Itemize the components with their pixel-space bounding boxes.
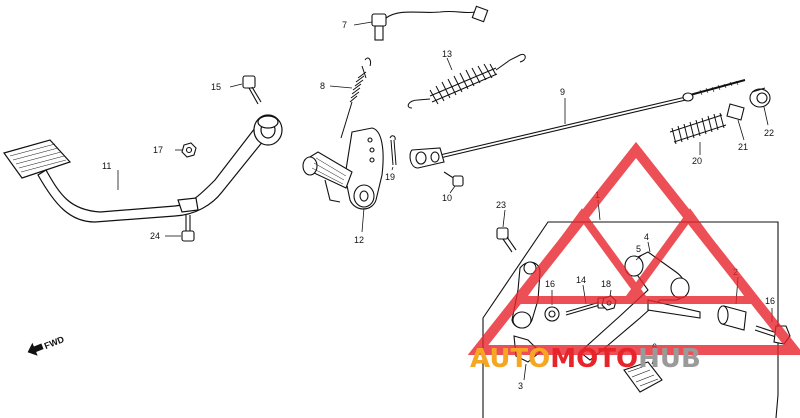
bushing-22 bbox=[749, 87, 771, 108]
callout-10: 10 bbox=[442, 193, 452, 203]
callout-23: 23 bbox=[496, 200, 506, 210]
nut-17 bbox=[181, 142, 197, 158]
callout-5: 5 bbox=[636, 244, 641, 254]
callout-9: 9 bbox=[560, 87, 565, 97]
callout-18: 18 bbox=[601, 279, 611, 289]
brake-rod bbox=[409, 79, 746, 169]
bushing-16 bbox=[544, 306, 560, 322]
watermark-text: AUTOMOTOHUB bbox=[470, 344, 701, 374]
watermark-triangle-left bbox=[512, 208, 652, 304]
callout-24: 24 bbox=[150, 231, 160, 241]
watermark-logo bbox=[467, 141, 800, 355]
watermark-part-3: HUB bbox=[638, 344, 701, 374]
fwd-arrow: FWD bbox=[27, 334, 66, 356]
switch-spring bbox=[340, 57, 371, 139]
return-spring bbox=[407, 53, 526, 109]
bolt-15 bbox=[242, 75, 262, 105]
shift-pedal bbox=[579, 251, 701, 393]
callout-7: 7 bbox=[342, 20, 347, 30]
spring-20 bbox=[669, 112, 727, 145]
clip-21 bbox=[726, 103, 745, 121]
callout-12: 12 bbox=[354, 235, 364, 245]
callout-19: 19 bbox=[385, 172, 395, 182]
callout-labels: 1 2 3 4 5 6 7 8 9 10 11 12 13 14 15 16 1… bbox=[102, 20, 775, 391]
pin-10 bbox=[443, 171, 464, 187]
callout-20: 20 bbox=[692, 156, 702, 166]
bushing-2 bbox=[717, 305, 747, 331]
fwd-label: FWD bbox=[43, 334, 66, 351]
brake-pedal bbox=[3, 114, 283, 223]
brake-arm bbox=[302, 127, 384, 210]
callout-8: 8 bbox=[320, 81, 325, 91]
brake-switch bbox=[371, 5, 489, 41]
callout-4: 4 bbox=[644, 232, 649, 242]
shift-assembly-box bbox=[482, 221, 779, 418]
callout-15: 15 bbox=[211, 82, 221, 92]
watermark-triangle-right bbox=[620, 208, 760, 304]
bolt-24 bbox=[181, 215, 195, 242]
watermark-part-2: MOTO bbox=[550, 344, 638, 374]
callout-13: 13 bbox=[442, 49, 452, 59]
callout-16-left: 16 bbox=[545, 279, 555, 289]
callout-17: 17 bbox=[153, 145, 163, 155]
svg-text:AUTOMOTOHUB: AUTOMOTOHUB bbox=[470, 344, 701, 374]
bolt-23 bbox=[496, 227, 517, 253]
watermark-part-1: AUTO bbox=[470, 344, 550, 374]
callout-21: 21 bbox=[738, 142, 748, 152]
callout-14: 14 bbox=[576, 275, 586, 285]
callout-22: 22 bbox=[764, 128, 774, 138]
callout-3: 3 bbox=[518, 381, 523, 391]
callout-16-right: 16 bbox=[765, 296, 775, 306]
cotter-pin-19 bbox=[389, 135, 397, 166]
callout-11: 11 bbox=[102, 161, 111, 171]
